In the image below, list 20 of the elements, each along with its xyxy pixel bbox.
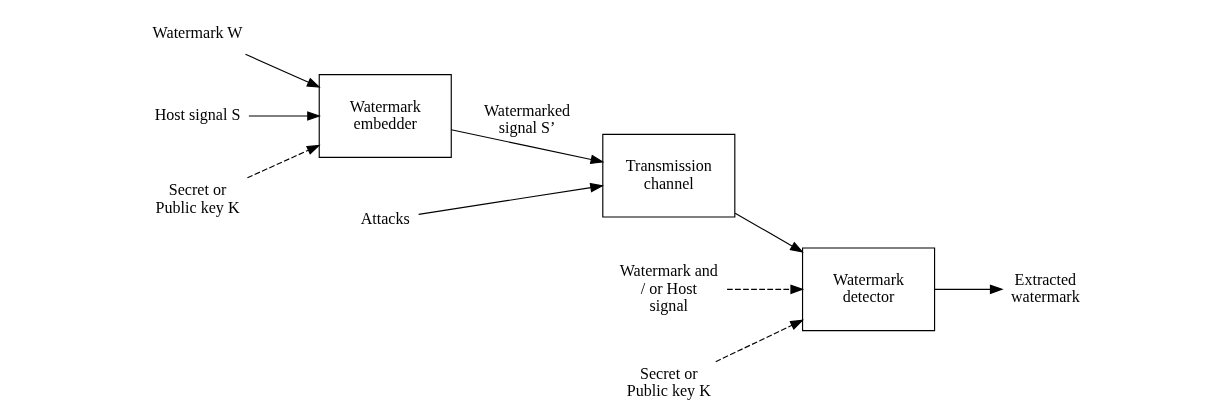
arrow <box>734 212 804 253</box>
node-text: Secret or Public key K <box>155 181 239 216</box>
arrow <box>246 144 321 179</box>
node-box: Watermark detector <box>801 247 935 332</box>
arrow <box>450 129 604 165</box>
node-text: Watermark W <box>152 23 242 41</box>
node-text: Secret or Public key K <box>626 365 711 400</box>
edge-label: Watermarked signal S’ <box>483 102 570 137</box>
arrow <box>714 319 804 363</box>
arrow <box>417 182 604 215</box>
arrow <box>933 284 1004 295</box>
arrow <box>247 111 321 121</box>
node-text: Watermark and / or Host signal <box>619 262 718 314</box>
arrow <box>726 284 804 295</box>
node-text: Attacks <box>360 209 410 227</box>
node-box: Transmission channel <box>601 133 735 218</box>
node-text: Host signal S <box>154 106 240 124</box>
arrow <box>244 53 321 88</box>
node-box: Watermark embedder <box>318 74 452 158</box>
node-text: Extracted watermark <box>1010 271 1080 306</box>
